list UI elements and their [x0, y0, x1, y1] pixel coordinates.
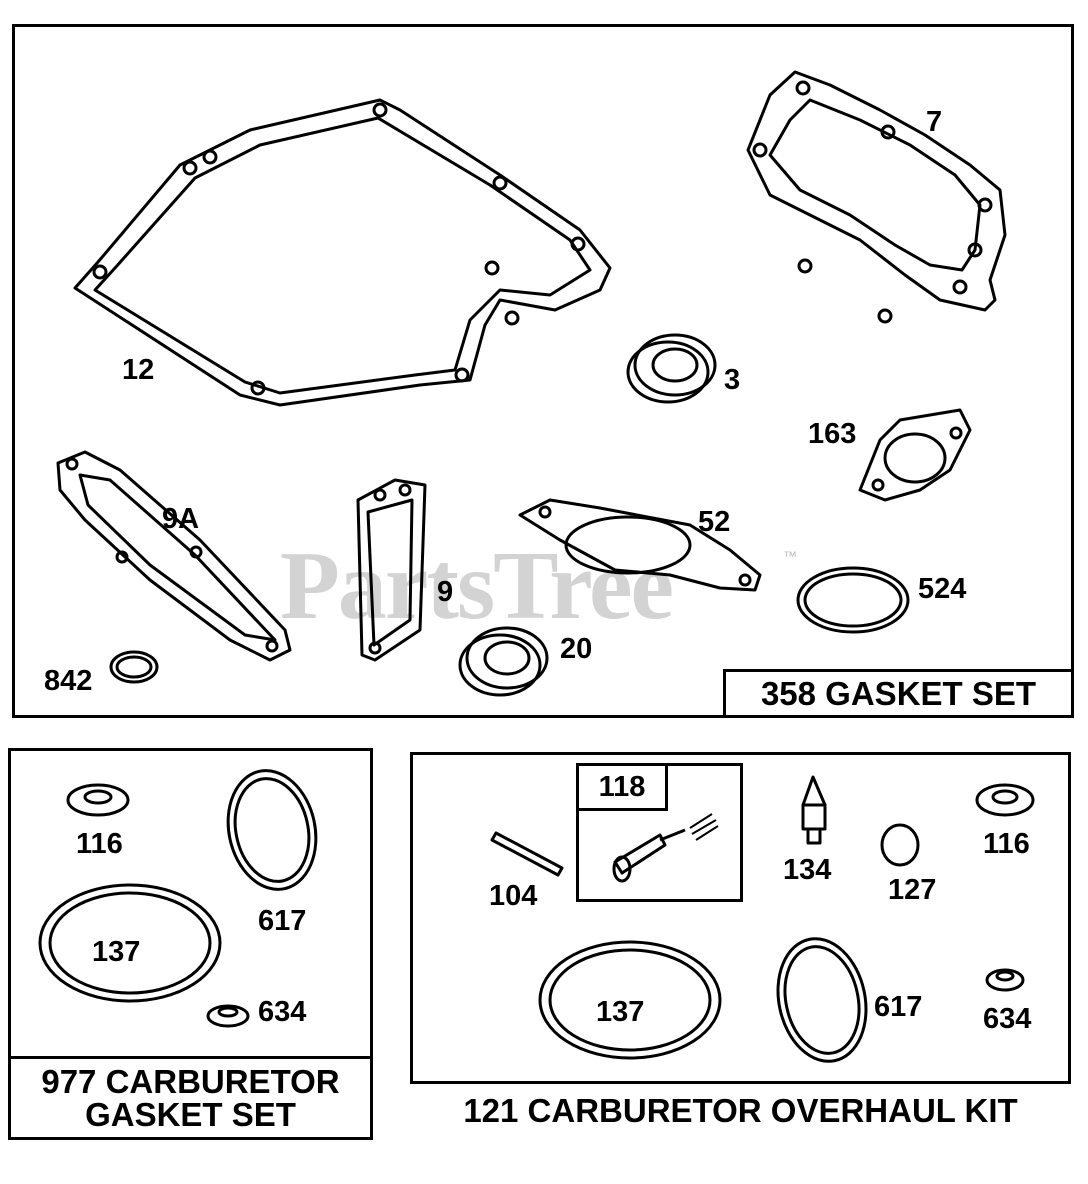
- label-134: 134: [783, 854, 832, 886]
- label-617-right: 617: [874, 991, 923, 1023]
- gasket-163: [858, 408, 972, 502]
- carburetor-gasket-set-caption-line1: 977 CARBURETOR: [41, 1063, 340, 1100]
- label-116-right: 116: [983, 828, 1030, 860]
- label-524: 524: [918, 573, 967, 605]
- label-9: 9: [437, 576, 454, 608]
- label-617-left: 617: [258, 905, 307, 937]
- pin-104: [490, 831, 564, 877]
- label-842: 842: [44, 665, 93, 697]
- gasket-52: [518, 498, 762, 592]
- label-3: 3: [724, 364, 741, 396]
- carburetor-overhaul-kit-caption: 121 CARBURETOR OVERHAUL KIT: [410, 1081, 1071, 1138]
- gasket-617-left: [226, 769, 318, 891]
- gasket-137-right: [538, 940, 722, 1060]
- washer-634-right: [985, 968, 1025, 992]
- label-116-left: 116: [76, 828, 123, 860]
- label-163: 163: [808, 418, 857, 450]
- carburetor-gasket-set-caption-line2: GASKET SET: [85, 1096, 296, 1133]
- head-gasket-7: [746, 70, 1007, 324]
- washer-634-left: [206, 1004, 250, 1028]
- needle-valve-118: [612, 813, 719, 883]
- label-137-left: 137: [92, 936, 141, 968]
- washer-116-right: [975, 783, 1035, 817]
- carburetor-gasket-set-caption: 977 CARBURETOR GASKET SET: [8, 1056, 373, 1140]
- gasket-set-caption: 358 GASKET SET: [723, 669, 1074, 718]
- label-127: 127: [888, 874, 937, 906]
- washer-116-left: [66, 783, 130, 817]
- label-634-right: 634: [983, 1003, 1032, 1035]
- label-118: 118: [576, 763, 668, 811]
- label-104: 104: [489, 880, 538, 912]
- watermark-trademark: ™: [783, 548, 797, 564]
- label-9a: 9A: [162, 503, 200, 535]
- oil-seal-3: [626, 333, 717, 404]
- inlet-needle-134: [801, 775, 827, 845]
- label-52: 52: [698, 506, 731, 538]
- label-137-right: 137: [596, 996, 645, 1028]
- watermark: PartsTree: [280, 532, 674, 640]
- gasket-617-right: [776, 937, 868, 1063]
- gasket-137-left: [38, 883, 222, 1003]
- gasket-9a: [56, 450, 292, 662]
- gasket-9: [356, 478, 427, 662]
- label-7: 7: [926, 106, 943, 138]
- ring-842: [109, 650, 159, 684]
- label-12: 12: [122, 354, 155, 386]
- welch-plug-127: [880, 823, 920, 867]
- crankcase-gasket-12: [73, 98, 612, 407]
- label-634-left: 634: [258, 996, 307, 1028]
- label-20: 20: [560, 633, 593, 665]
- oil-seal-20: [458, 626, 549, 697]
- o-ring-524: [796, 566, 910, 634]
